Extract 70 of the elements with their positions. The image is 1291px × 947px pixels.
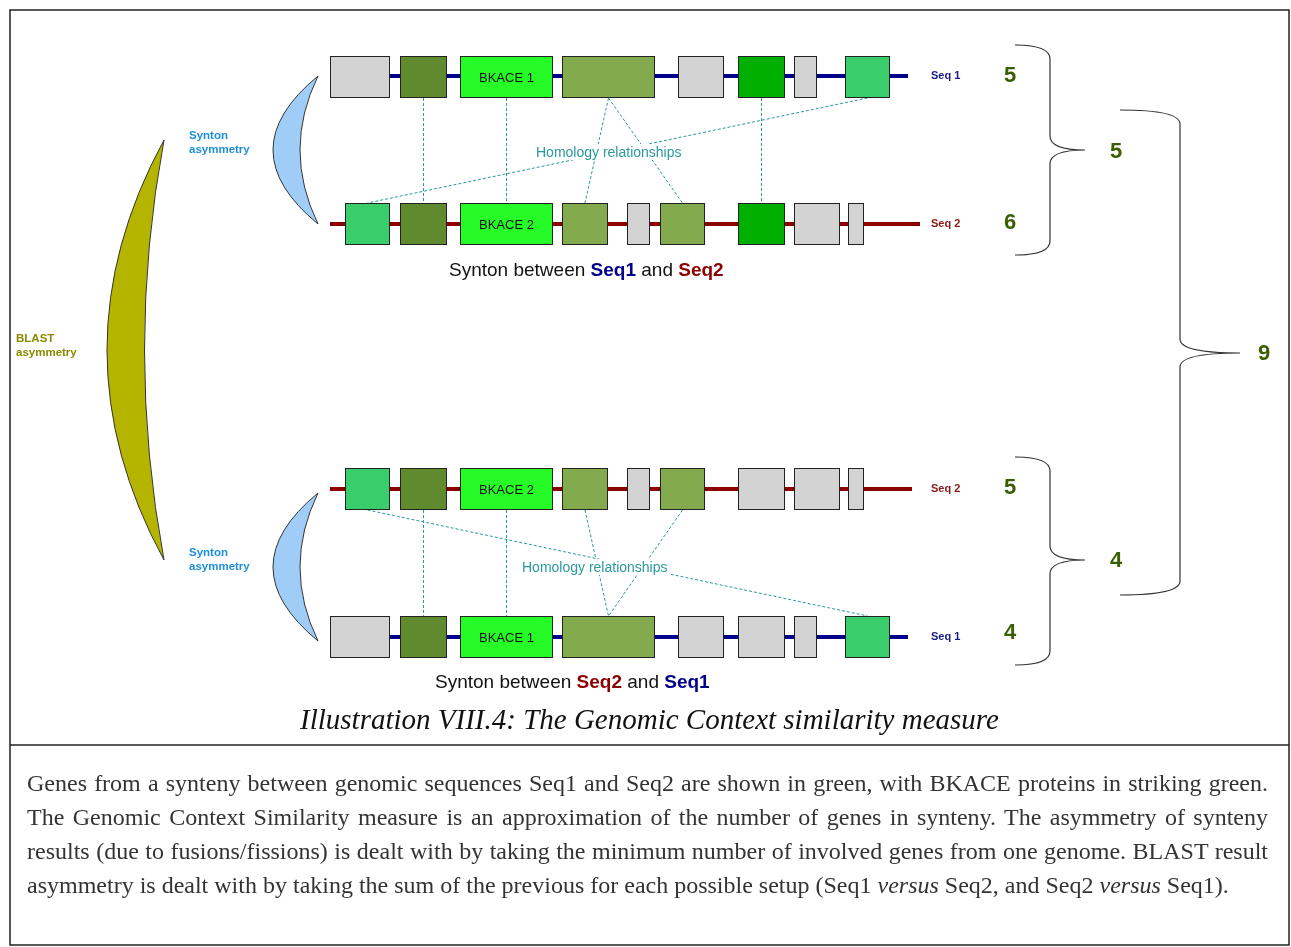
sequence-name: Seq 1 — [931, 630, 961, 642]
gene-box — [738, 56, 785, 98]
gene-box — [562, 203, 608, 245]
gene-box — [845, 616, 890, 658]
gene-count: 4 — [1004, 619, 1017, 645]
gene-box — [400, 203, 447, 245]
gene-box — [794, 203, 840, 245]
gene-count: 6 — [1004, 209, 1017, 235]
gene-label: BKACE 1 — [479, 629, 534, 645]
gene-count: 9 — [1258, 340, 1271, 366]
gene-box — [400, 616, 447, 658]
gene-box — [660, 203, 705, 245]
homology-line — [761, 97, 762, 204]
gene-box — [845, 56, 890, 98]
gene-box — [330, 616, 390, 658]
gene-box — [400, 56, 447, 98]
gene-box — [400, 468, 447, 510]
homology-line — [506, 97, 507, 204]
homology-note: Homology relationships — [521, 559, 669, 575]
asymmetry-note: Synton asymmetry — [189, 545, 251, 573]
crescent-shape — [272, 492, 319, 642]
homology-line — [584, 509, 609, 617]
homology-line — [367, 97, 868, 204]
gene-box — [738, 616, 785, 658]
homology-line — [367, 509, 868, 617]
gene-box — [345, 468, 390, 510]
gene-box — [848, 468, 864, 510]
gene-box — [562, 616, 655, 658]
homology-note: Homology relationships — [535, 144, 683, 160]
gene-label: BKACE 1 — [479, 69, 534, 85]
gene-box — [562, 56, 655, 98]
gene-count: 5 — [1110, 138, 1123, 164]
gene-box — [627, 468, 650, 510]
gene-box — [460, 56, 553, 98]
gene-box — [345, 203, 390, 245]
gene-box — [738, 468, 785, 510]
gene-box — [460, 203, 553, 245]
crescent-shape — [106, 139, 165, 561]
gene-box — [330, 56, 390, 98]
sequence-name: Seq 2 — [931, 217, 961, 229]
gene-box — [794, 468, 840, 510]
caption-paragraph: Genes from a synteny between genomic sequences Seq1 and Seq2 are shown in green, with BKACE proteins in striking green. The Genomic Context Similarity measure is an approximation of the number of genes in synteny. The asymmetry of synteny results (due to fusions/fissions) is dealt with by taking the minimum number of involved genes from one genome. BLAST result asymmetry is dealt with by taking the sum of the previous for each possible setup (Seq1 versus Seq2, and Seq2 versus Seq1). — [27, 769, 1268, 900]
gene-box — [627, 203, 650, 245]
gene-box — [460, 616, 553, 658]
gene-box — [738, 203, 785, 245]
gene-count: 5 — [1004, 62, 1017, 88]
homology-line — [584, 97, 609, 204]
figure-caption: Illustration VIII.4: The Genomic Context similarity measure — [299, 703, 1000, 736]
gene-box — [460, 468, 553, 510]
homology-line — [608, 97, 683, 204]
gene-label: BKACE 2 — [479, 216, 534, 232]
sequence-name: Seq 1 — [931, 69, 961, 81]
crescent-shape — [272, 75, 319, 225]
gene-count: 5 — [1004, 474, 1017, 500]
asymmetry-note: BLAST asymmetry — [16, 331, 78, 359]
homology-line — [423, 97, 424, 204]
asymmetry-note: Synton asymmetry — [189, 128, 251, 156]
gene-box — [562, 468, 608, 510]
synton-caption: Synton between Seq1 and Seq2 — [449, 259, 724, 281]
gene-box — [794, 616, 817, 658]
gene-box — [848, 203, 864, 245]
gene-box — [660, 468, 705, 510]
gene-box — [794, 56, 817, 98]
sequence-name: Seq 2 — [931, 482, 961, 494]
gene-count: 4 — [1110, 547, 1123, 573]
gene-label: BKACE 2 — [479, 481, 534, 497]
gene-box — [678, 616, 724, 658]
gene-box — [678, 56, 724, 98]
synton-caption: Synton between Seq2 and Seq1 — [435, 671, 710, 693]
homology-line — [608, 509, 683, 617]
